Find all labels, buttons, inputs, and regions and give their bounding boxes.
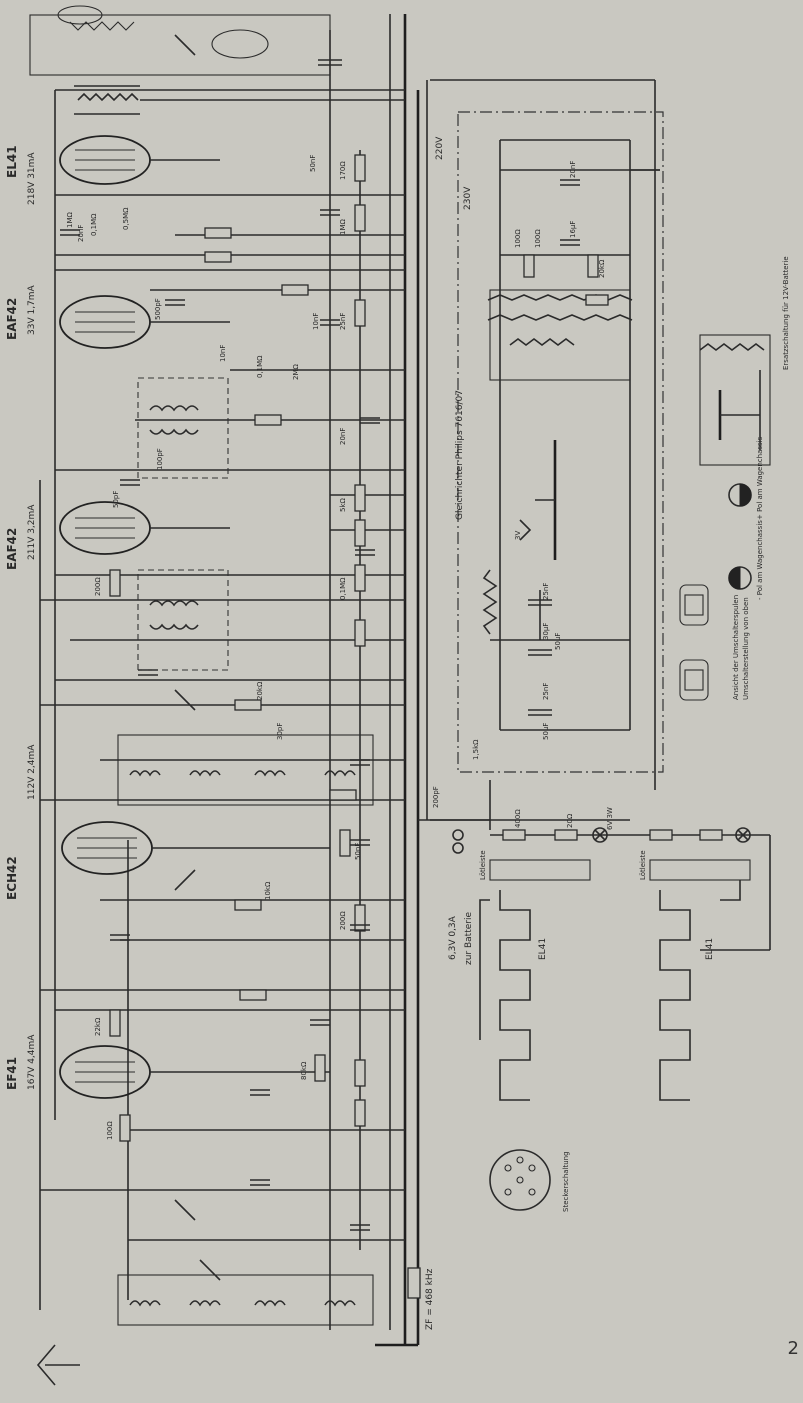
value-labels: 1MΩ 20nF 0,1MΩ 0,5MΩ 50nF 170Ω 1MΩ 25nF … [66,155,606,1140]
battery-spec: 6,3V 0,3A [448,915,458,960]
value-label: 50pF [112,491,120,508]
value-label: 30µF [542,623,550,640]
value-label: 20nF [569,161,577,178]
solder-strip-label: Lötleiste [639,850,647,880]
value-label: 100Ω [106,1121,114,1140]
value-label: 20Ω [566,813,574,828]
value-label: 50nF [309,155,317,172]
value-label: 50nF [354,843,362,860]
value-label: 0,1MΩ [256,355,264,378]
value-label: 20kΩ [598,259,606,278]
value-label: 80kΩ [300,1061,308,1080]
tube-eaf42-a: EAF42 33V 1,7mA [5,284,230,348]
antenna-icon [38,1345,80,1385]
value-label: 0,1MΩ [339,577,347,600]
capacitors [60,210,380,1230]
value-label: 200Ω [94,577,102,596]
value-label: 0,1MΩ [90,213,98,236]
tube-label: EL41 [5,145,19,178]
plug-icon: Steckerschaltung [490,1150,570,1212]
tube-label: ECH42 [5,856,19,900]
value-label: 16µF [569,221,577,238]
solder-strip-label: Lötleiste [479,850,487,880]
value-label: 25nF [542,683,550,700]
value-label: 100pF [156,448,164,470]
value-label: 200pF [432,786,440,808]
tube-eaf42-b: EAF42 211V 3,2mA [5,502,230,570]
value-label: 50µF [554,633,562,650]
value-label: 10nF [219,345,227,362]
legend-line-2: Umschalterstellung von oben [742,597,750,700]
pole-label-2: - Pol am Wagenchassis [756,520,764,600]
tube-label: EAF42 [5,298,19,340]
value-label: 5kΩ [339,497,347,512]
value-label: 20nF [77,225,85,242]
coil-banks [118,690,373,1325]
value-label: 10kΩ [264,881,272,900]
lamp-volt: 6V 3W [606,807,614,830]
tube-note: 218V 31mA [27,152,37,205]
zf-label: ZF = 468 kHz [425,1268,435,1330]
hv-label: 230V [463,186,473,210]
value-label: 100Ω [534,229,542,248]
value-label: 20kΩ [256,681,264,700]
socket-tube-label: EL41 [705,938,715,960]
rectifier-label: Gleichrichter Philips 7616/07 [455,390,465,520]
socket-right: Lötleiste EL41 [639,850,750,1100]
if-transformers [138,378,228,670]
value-label: 1MΩ [339,219,347,235]
value-label: 170Ω [339,161,347,180]
value-label: 1,5kΩ [472,739,480,760]
legend: Ansicht der Umschalterspulen Umschalters… [680,436,764,700]
battery-label: zur Batterie [464,912,474,965]
rectifier-unit: Gleichrichter Philips 7616/07 230V 220V [430,80,663,820]
value-label: 22kΩ [94,1017,102,1036]
hv-label-2: 220V [435,136,445,160]
value-label: 1MΩ [66,212,74,228]
legend-line-1: Ansicht der Umschalterspulen [732,595,740,700]
value-label: 500pF [154,298,162,320]
value-label: 100Ω [514,229,522,248]
value-label: 0,5MΩ [122,207,130,230]
ersatzschaltung: Ersatzschaltung für 12V-Batterie [700,256,790,465]
ersatz-label: Ersatzschaltung für 12V-Batterie [782,256,790,370]
value-label: 30pF [276,723,284,740]
value-label: 50µF [542,723,550,740]
output-stage [30,6,405,114]
tube-note: 33V 1,7mA [27,284,37,335]
tube-label: EAF42 [5,528,19,570]
tube-ef41: EF41 167V 4,4mA [5,1034,330,1098]
value-label: 10nF [312,313,320,330]
value-label: 2MΩ [292,364,300,380]
socket-tube-label: EL41 [538,938,548,960]
page-number: 2 [788,1338,799,1359]
wiring [40,90,405,1330]
plug-caption: Steckerschaltung [562,1151,570,1212]
tube-ech42: ECH42 112V 2,4mA [5,744,330,900]
value-label: 400Ω [514,809,522,828]
socket-left: Lötleiste EL41 [479,850,590,1100]
value-label: 25nF [542,583,550,600]
battery-circuit: 6,3V 0,3A zur Batterie 6V 3W [418,780,770,965]
value-label: 25nF [339,313,347,330]
tube-note: 112V 2,4mA [27,744,37,800]
tube-note: 211V 3,2mA [27,504,37,560]
tube-note: 167V 4,4mA [27,1034,37,1090]
resistors [110,155,420,1298]
tube-label: EF41 [5,1057,19,1090]
value-label: 20nF [339,428,347,445]
value-label: 3V [514,531,522,540]
value-label: 200Ω [339,911,347,930]
